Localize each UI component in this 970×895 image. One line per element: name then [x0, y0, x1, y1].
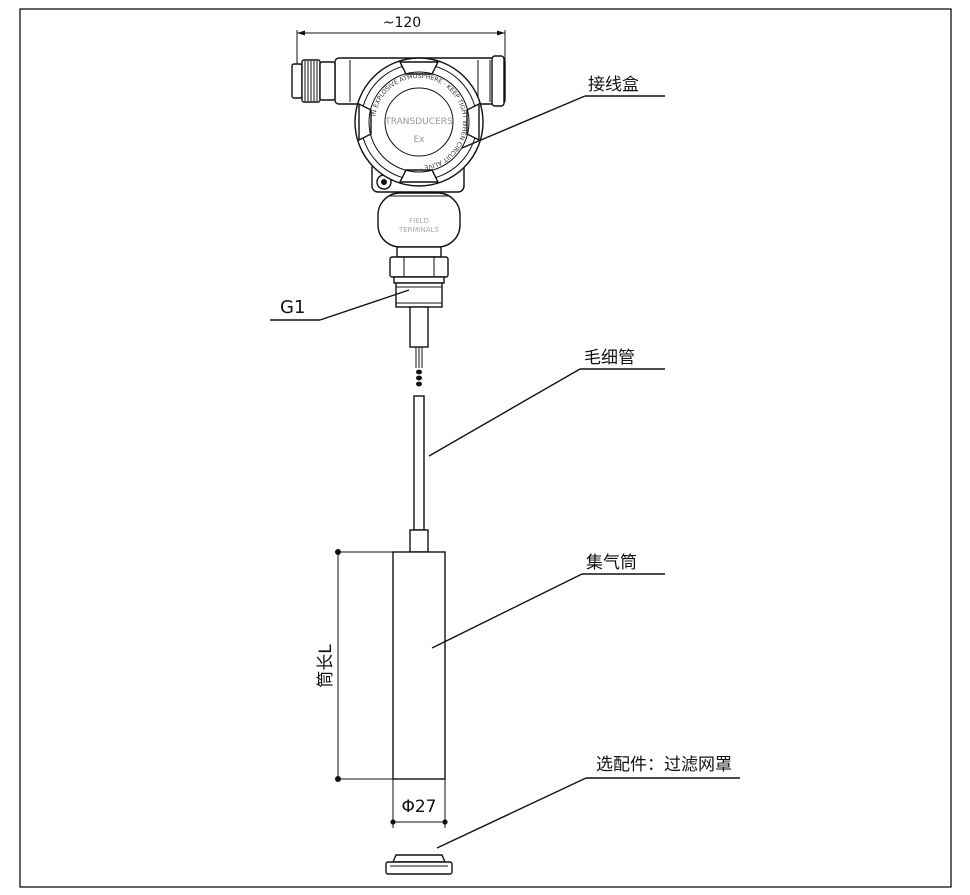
junction-box-label: 接线盒 [588, 75, 639, 95]
gas-collector-cylinder [392, 551, 446, 780]
leader-filter: 选配件：过滤网罩 [436, 755, 740, 849]
cable-gland [291, 59, 336, 103]
leader-thread: G1 [270, 289, 410, 321]
housing-center-text: TRANSDUCERS [384, 117, 453, 127]
width-label: ~120 [383, 15, 421, 31]
tube-fitting [409, 529, 429, 553]
housing-ex-mark: Ex [413, 135, 425, 145]
optional-filter-label: 选配件：过滤网罩 [596, 755, 732, 775]
terminal-section: FIELD TERMINALS [377, 192, 461, 248]
leader-capillary: 毛细管 [428, 348, 665, 457]
drawing-frame [19, 8, 952, 888]
length-dimension: 筒长L [316, 549, 393, 782]
terminals-line1: FIELD [409, 217, 429, 225]
width-dimension: ~120 [296, 15, 506, 70]
thread-label: G1 [280, 297, 305, 318]
junction-box-housing: IN EXPLOSIVE ATMOSPHERE · KEEP TIGHT WHE… [291, 55, 506, 193]
diameter-dimension: Φ27 [390, 779, 448, 828]
capillary-label: 毛细管 [584, 348, 635, 368]
capillary-tube [413, 395, 425, 531]
length-label: 筒长L [316, 644, 336, 688]
leader-junction-box: 接线盒 [461, 75, 665, 149]
diameter-label: Φ27 [401, 797, 436, 817]
leader-gas-collector: 集气筒 [431, 553, 665, 649]
gas-collector-label: 集气筒 [586, 553, 637, 573]
process-connection [389, 246, 449, 368]
terminals-line2: TERMINALS [398, 226, 440, 234]
filter-cap [385, 854, 453, 875]
capillary-break [416, 369, 422, 387]
